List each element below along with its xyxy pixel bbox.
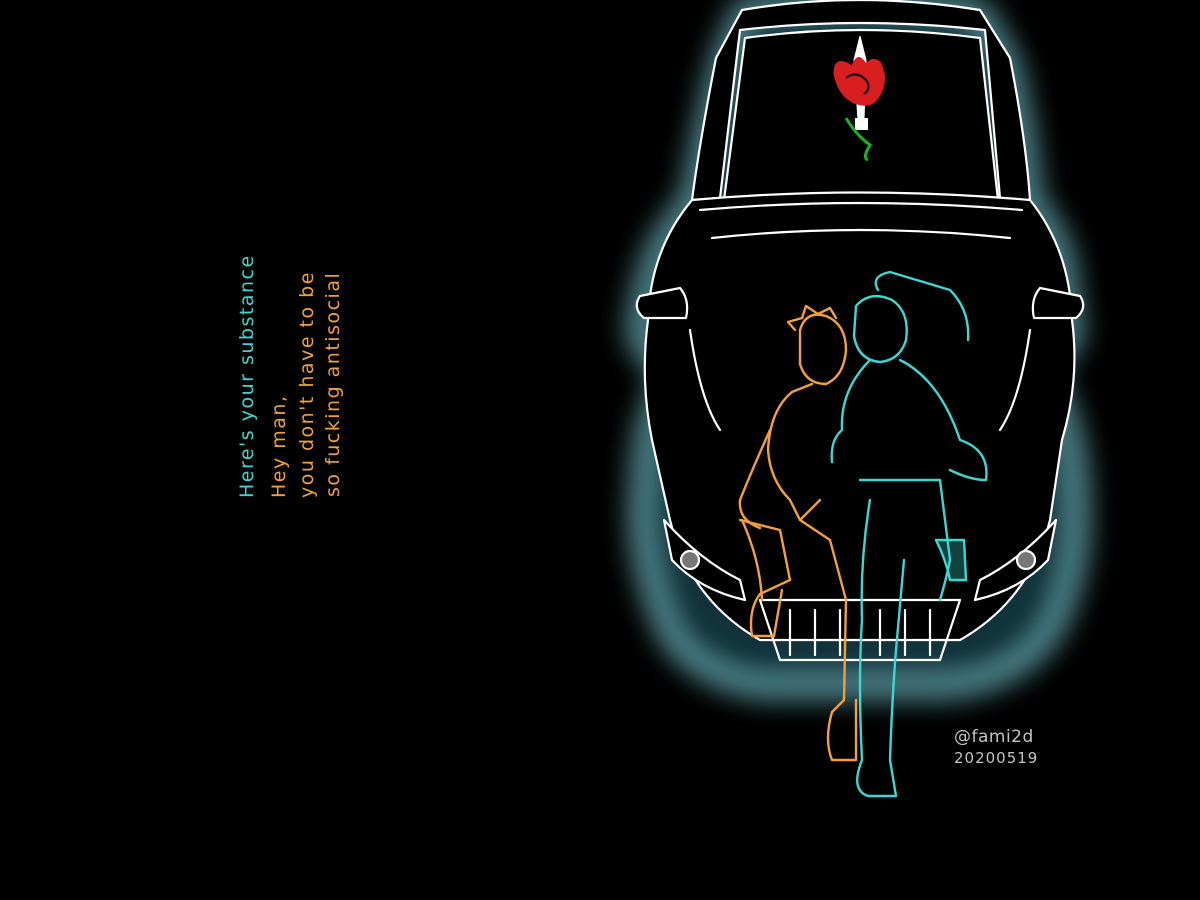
lyric-line-3: you don't have to be [296, 271, 318, 498]
figure-left [738, 304, 858, 762]
artist-handle: @fami2d [954, 727, 1034, 747]
artwork-date: 20200519 [954, 749, 1039, 767]
car-body [635, 0, 1085, 662]
car-roof [690, 0, 1032, 202]
front-grille [758, 598, 962, 662]
figure-right [830, 270, 988, 798]
lyric-line-1: Here's your substance [236, 254, 258, 498]
lyric-line-2: Hey man, [268, 394, 290, 499]
headlight-left [662, 518, 747, 602]
side-mirror-left [635, 286, 689, 320]
lyric-line-4: so fucking antisocial [322, 271, 344, 497]
headlight-right [973, 518, 1058, 602]
side-mirror-right [1031, 286, 1085, 320]
rose-knife-icon [833, 35, 885, 162]
